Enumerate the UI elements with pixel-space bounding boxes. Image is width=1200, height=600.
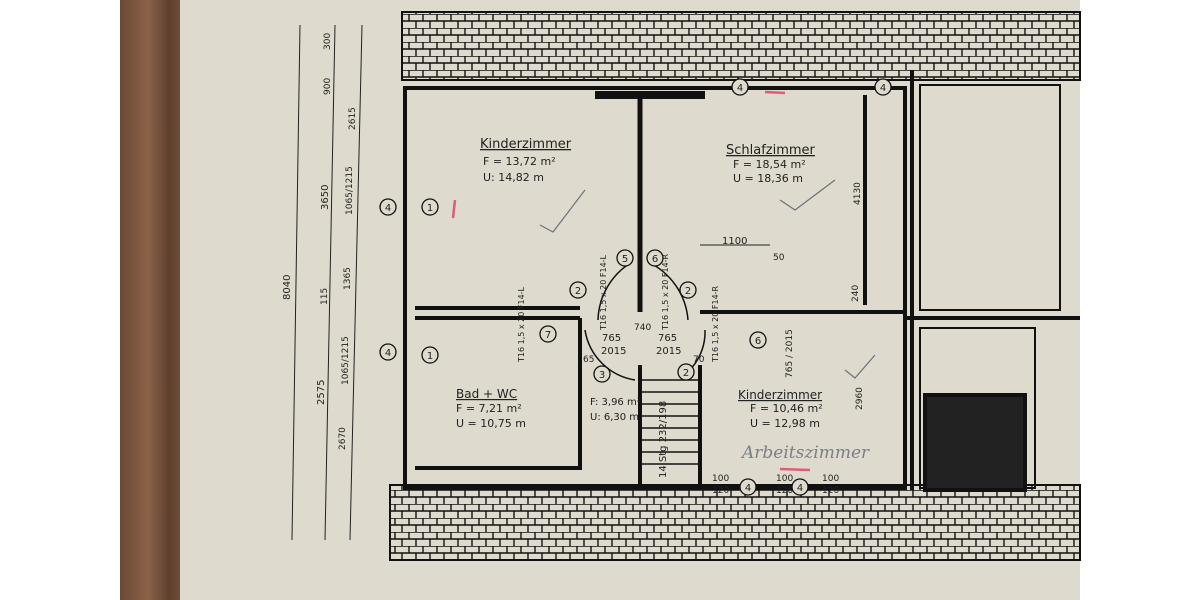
marker-label: 2: [685, 286, 691, 297]
dim-2960: 2960: [855, 387, 865, 410]
dim-1065-1215: 1065/1215: [341, 336, 351, 385]
window-dim: 120: [822, 486, 839, 496]
door-label: T16 1,5 x 20 F14-L: [517, 286, 526, 363]
marker-label: 3: [599, 370, 605, 381]
marker-label: 4: [385, 348, 391, 359]
room-bad-wc: Bad + WC F = 7,21 m² U = 10,75 m: [456, 387, 526, 430]
marker-circle: [539, 325, 557, 343]
dim-3650: 3650: [320, 185, 331, 210]
dim-1100: 1100: [722, 236, 747, 247]
marker-label: 2: [683, 368, 689, 379]
dim-240: 240: [851, 285, 861, 302]
dim-70: 70: [693, 355, 705, 365]
dim-765-left: 765: [602, 333, 621, 344]
dim-4130: 4130: [853, 182, 863, 205]
marker-label: 4: [880, 83, 886, 94]
dim-300: 300: [323, 33, 333, 50]
room-kinderzimmer-2: Kinderzimmer F = 10,46 m² U = 12,98 m: [738, 388, 823, 430]
marker-circle: [677, 363, 695, 381]
dim-65: 65: [583, 355, 594, 365]
marker-label: 6: [755, 336, 761, 347]
room-area: F = 18,54 m²: [733, 158, 806, 171]
marker-label: 4: [737, 83, 743, 94]
marker-circle: [791, 478, 809, 496]
hall-perimeter: U: 6,30 m: [590, 412, 639, 423]
marker-circle: [646, 249, 664, 267]
marker-circle: [421, 198, 439, 216]
handwritten-note: Arbeitszimmer: [740, 443, 870, 463]
roof-band-bottom: [389, 484, 1081, 561]
dim-50: 50: [773, 253, 785, 263]
door-dim-right-room: 765 / 2015: [785, 329, 795, 378]
pencil-checkmarks: [539, 179, 876, 379]
room-name: Bad + WC: [456, 387, 517, 401]
door-label: T16 1,5 x 20 F14-R: [661, 253, 670, 331]
dim-1065-1215: 1065/1215: [345, 166, 355, 215]
dim-2575: 2575: [316, 380, 327, 405]
marker-circle: [739, 478, 757, 496]
marker-label: 4: [797, 483, 803, 494]
dim-900: 900: [323, 78, 333, 95]
marker-circle: [679, 281, 697, 299]
marker-circle: [593, 365, 611, 383]
marker-label: 6: [652, 254, 658, 265]
room-perimeter: U: 14,82 m: [483, 171, 544, 184]
room-perimeter: U = 10,75 m: [456, 417, 526, 430]
room-name: Schlafzimmer: [726, 143, 816, 158]
dim-1365: 1365: [343, 267, 353, 290]
marker-label: 1: [427, 203, 433, 214]
wood-table-background: [120, 0, 190, 600]
marker-label: 4: [385, 203, 391, 214]
dim-2015-right: 2015: [656, 346, 681, 357]
window-dim: 120: [776, 486, 793, 496]
dim-overall: 8040: [282, 275, 293, 300]
dim-740: 740: [634, 323, 651, 333]
walls: [403, 70, 1080, 492]
window-dim: 120: [712, 486, 729, 496]
room-perimeter: U = 12,98 m: [750, 417, 820, 430]
dim-2615: 2615: [348, 107, 358, 130]
room-name: Kinderzimmer: [738, 388, 822, 402]
room-schlafzimmer: Schlafzimmer F = 18,54 m² U = 18,36 m: [726, 143, 816, 185]
window-dim: 100: [822, 474, 839, 484]
dimension-lines: [291, 24, 770, 541]
window-dim: 100: [712, 474, 729, 484]
hall-area: F: 3,96 m²: [590, 397, 641, 408]
room-name: Kinderzimmer: [480, 137, 572, 152]
marker-circle: [749, 331, 767, 349]
circle-markers: 1 1 2 2 2 3 4 4 4 4 4 5 6 6 7 4: [379, 78, 892, 496]
marker-label: 1: [427, 351, 433, 362]
pink-marks: [451, 90, 811, 472]
room-area: F = 13,72 m²: [483, 155, 556, 168]
dim-2015-left: 2015: [601, 346, 626, 357]
marker-circle: [379, 343, 397, 361]
dim-2670: 2670: [338, 427, 348, 450]
stair-label: 14 Stg 232/198: [658, 401, 669, 478]
marker-circle: [731, 78, 749, 96]
stair-treads: [640, 379, 700, 465]
room-kinderzimmer-1: Kinderzimmer F = 13,72 m² U: 14,82 m: [480, 137, 572, 184]
marker-label: 7: [545, 330, 551, 341]
marker-circle: [616, 249, 634, 267]
room-area: F = 7,21 m²: [456, 402, 522, 415]
marker-label: 2: [575, 286, 581, 297]
marker-circle: [379, 198, 397, 216]
door-label: T16 1,5 x 20 F14-L: [599, 254, 608, 331]
room-area: F = 10,46 m²: [750, 402, 823, 415]
dim-765-right: 765: [658, 333, 677, 344]
marker-label: 4: [745, 483, 751, 494]
window-dim: 100: [776, 474, 793, 484]
marker-circle: [421, 346, 439, 364]
marker-circle: [569, 281, 587, 299]
roof-band-top: [401, 11, 1081, 81]
room-perimeter: U = 18,36 m: [733, 172, 803, 185]
marker-label: 5: [622, 254, 628, 265]
dim-115: 115: [320, 288, 330, 305]
door-label: T16 1,5 x 20 F14-R: [711, 285, 720, 363]
marker-circle: [874, 78, 892, 96]
